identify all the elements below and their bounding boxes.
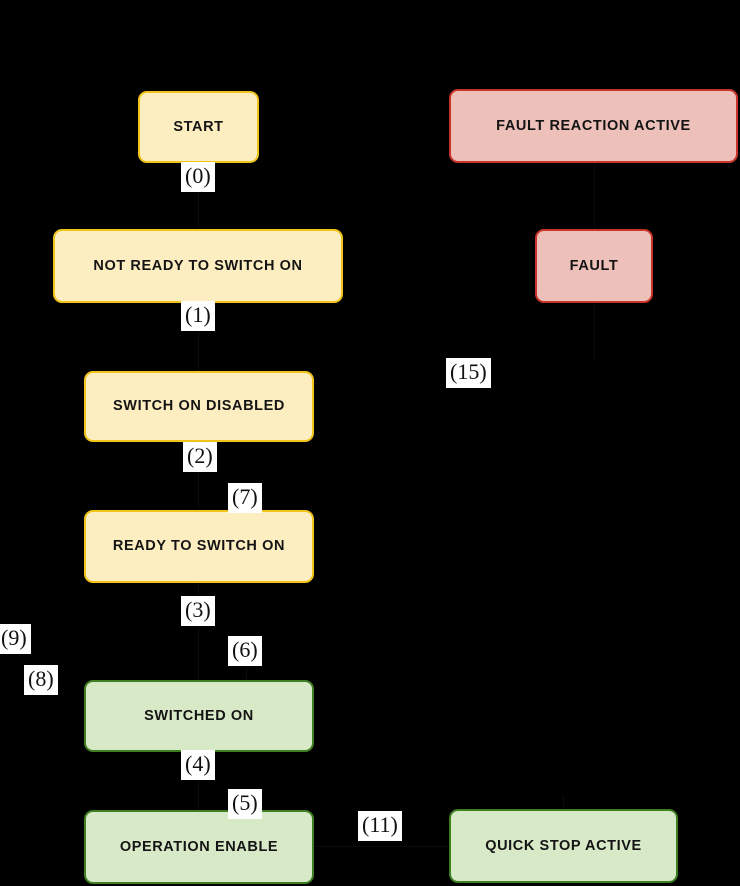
state-ready-to-switch-on[interactable]: READY TO SWITCH ON bbox=[84, 510, 314, 583]
state-fault[interactable]: FAULT bbox=[535, 229, 653, 303]
state-fault-reaction-active[interactable]: FAULT REACTION ACTIVE bbox=[449, 89, 738, 163]
state-quick-stop-active[interactable]: QUICK STOP ACTIVE bbox=[449, 809, 678, 883]
connector-not-ready-to-switch-on-disabled bbox=[198, 303, 199, 372]
connector-switched-on-to-operation bbox=[198, 752, 199, 811]
transition-label-t4: (4) bbox=[181, 750, 215, 780]
transition-label-t0: (0) bbox=[181, 162, 215, 192]
state-operation-enable[interactable]: OPERATION ENABLE bbox=[84, 810, 314, 884]
state-label: SWITCHED ON bbox=[144, 707, 254, 724]
transition-label-t5: (5) bbox=[228, 789, 262, 819]
connector-ready-to-switched-on bbox=[198, 583, 199, 681]
state-label: FAULT bbox=[569, 257, 619, 274]
state-label: NOT READY TO SWITCH ON bbox=[93, 257, 303, 274]
state-label: START bbox=[173, 118, 224, 135]
transition-label-t3: (3) bbox=[181, 596, 215, 626]
connector-operation-to-quick-stop bbox=[314, 846, 450, 847]
connector-quick-stop-up-riser bbox=[563, 795, 564, 810]
state-switched-on[interactable]: SWITCHED ON bbox=[84, 680, 314, 752]
connector-start-to-not-ready bbox=[198, 163, 199, 230]
state-switch-on-disabled[interactable]: SWITCH ON DISABLED bbox=[84, 371, 314, 442]
transition-label-t9: (9) bbox=[0, 624, 31, 654]
transition-label-t7: (7) bbox=[228, 483, 262, 513]
state-not-ready-to-switch-on[interactable]: NOT READY TO SWITCH ON bbox=[53, 229, 343, 303]
transition-label-t11: (11) bbox=[358, 811, 402, 841]
connector-fault-reaction-to-fault bbox=[594, 163, 595, 230]
state-label: SWITCH ON DISABLED bbox=[113, 398, 285, 415]
state-label: QUICK STOP ACTIVE bbox=[485, 837, 642, 854]
transition-label-t6: (6) bbox=[228, 636, 262, 666]
transition-label-t1: (1) bbox=[181, 301, 215, 331]
state-label: OPERATION ENABLE bbox=[119, 838, 279, 855]
state-label: FAULT REACTION ACTIVE bbox=[496, 117, 691, 134]
state-label: READY TO SWITCH ON bbox=[112, 538, 286, 555]
state-start[interactable]: START bbox=[138, 91, 259, 163]
connector-fault-down-riser bbox=[594, 303, 595, 359]
connector-switch-on-disabled-to-ready bbox=[198, 442, 199, 511]
transition-label-t8: (8) bbox=[24, 665, 58, 695]
transition-label-t2: (2) bbox=[183, 442, 217, 472]
transition-label-t15: (15) bbox=[446, 358, 491, 388]
